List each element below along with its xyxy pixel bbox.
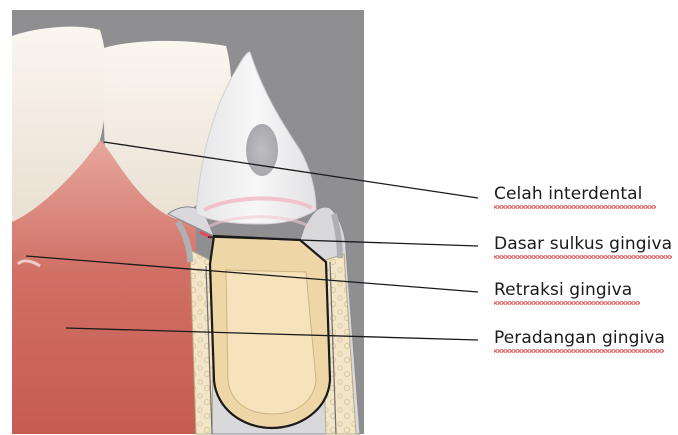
pulp [246, 124, 278, 176]
label-interdental: Celah interdental [494, 184, 643, 204]
label-inflammation: Peradangan gingiva [494, 328, 665, 348]
root-canal [226, 270, 316, 414]
label-sulcus: Dasar sulkus gingiva [494, 234, 672, 254]
label-retraction: Retraksi gingiva [494, 280, 632, 300]
